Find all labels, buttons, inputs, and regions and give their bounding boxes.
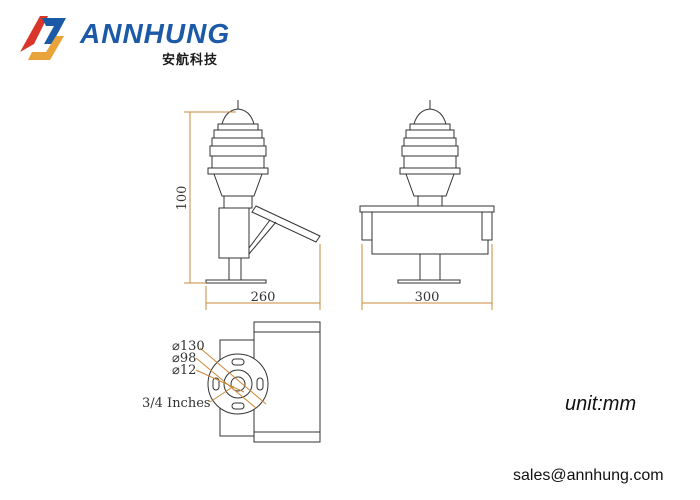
height-dimension-label: 100	[175, 186, 190, 211]
brand-name: ANNHUNG	[80, 18, 231, 49]
diameter-130-label: ⌀130	[172, 339, 205, 354]
side-width-dimension-label: 260	[251, 290, 276, 305]
unit-label: unit:mm	[565, 393, 637, 415]
brand-subtitle: 安航科技	[162, 53, 219, 68]
front-width-dimension-label: 300	[415, 290, 440, 305]
side-view: 100 260	[175, 100, 321, 310]
company-logo-icon	[20, 16, 66, 60]
contact-email[interactable]: sales@annhung.com	[513, 467, 664, 484]
bottom-view: ⌀130 ⌀98 ⌀12 3/4 Inches	[142, 321, 321, 443]
thread-size-label: 3/4 Inches	[142, 396, 211, 411]
diameter-98-label: ⌀98	[172, 351, 196, 366]
diameter-12-label: ⌀12	[172, 363, 196, 378]
front-view: 300	[359, 100, 495, 310]
